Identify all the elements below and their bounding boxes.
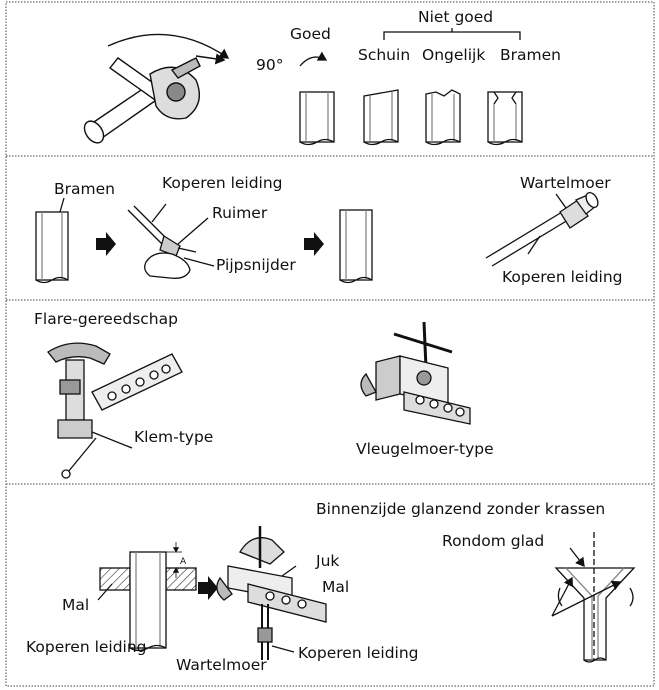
flaring-tool-in-use-icon [216,526,327,660]
not-good-bracket [383,28,521,40]
pipe-slanted [363,89,399,146]
pipe-cutter-icon [83,33,230,144]
pipe-burrs [487,91,523,146]
inner-surface-label: Binnenzijde glanzend zonder krassen [316,500,606,518]
defect-label-uneven: Ongelijk [422,46,486,64]
dimension-a-label: A [180,557,187,567]
yoke-label: Juk [316,552,340,570]
flare-tool-label: Flare-gereedschap [34,310,178,328]
burred-pipe-icon [35,197,69,284]
flare-nut-on-pipe-icon [485,191,599,267]
clean-pipe-icon [339,209,373,284]
flare-nut-label: Wartelmoer [520,174,611,192]
reamer-label: Ruimer [212,204,268,222]
wing-nut-type-flare-tool-icon [360,321,471,425]
burrs-label: Bramen [54,180,115,198]
wing-nut-type-label: Vleugelmoer-type [356,440,494,458]
right-angle-arrow [299,51,328,67]
defect-label-burrs: Bramen [500,46,561,64]
pipe-in-die-icon [97,542,197,652]
arrow-right-icon [96,232,324,600]
copper-pipe-label-right: Koperen leiding [298,644,419,662]
cut-pipe-samples [299,89,523,146]
copper-pipe-label-left: Koperen leiding [26,638,147,656]
flare-nut-label-bottom: Wartelmoer [176,656,267,674]
clamp-type-flare-tool-icon [47,342,183,479]
pipe-good [299,91,335,146]
die-label-left: Mal [62,596,90,614]
not-good-label: Niet goed [418,8,494,26]
reaming-hand-icon [127,203,215,279]
defect-label-slanted: Schuin [358,46,411,64]
flared-pipe-icon [551,532,636,663]
smooth-label: Rondom glad [442,532,545,550]
copper-pipe-label-2: Koperen leiding [502,268,623,286]
copper-pipe-label: Koperen leiding [162,174,283,192]
pipe-uneven [425,89,461,146]
clamp-type-label: Klem-type [134,428,214,446]
good-label: Goed [290,25,331,43]
angle-label: 90° [256,56,284,74]
panel-borders [5,1,655,687]
die-label: Mal [322,578,350,596]
pipe-cutter-label: Pijpsnijder [216,256,296,274]
